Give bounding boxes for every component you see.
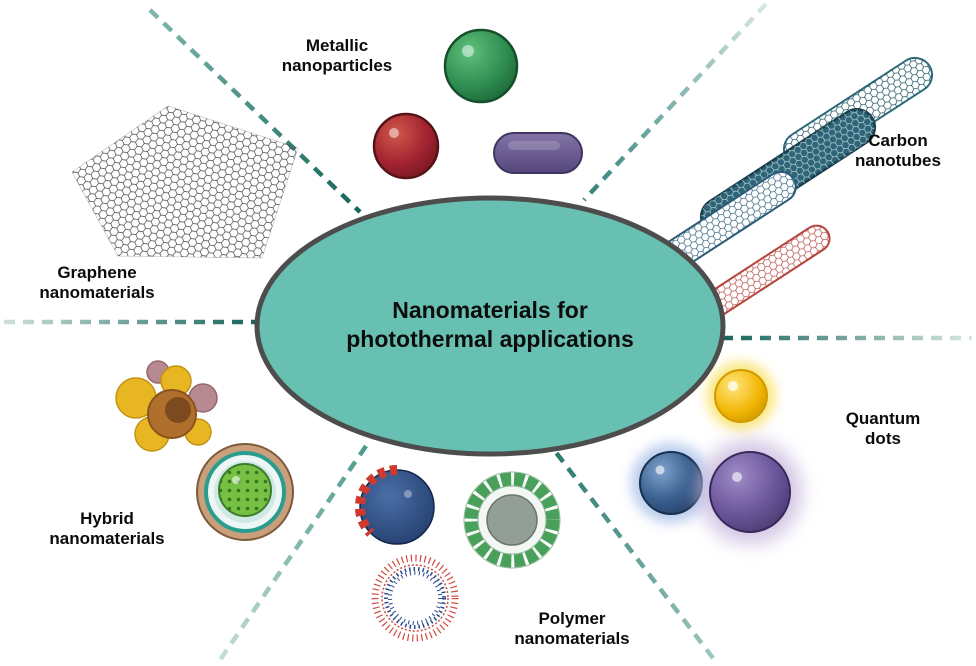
polymer-vesicle <box>371 554 459 642</box>
red-nanoparticle <box>372 112 440 180</box>
hybrid-cluster <box>115 360 218 452</box>
polymer-nanomaterials-illustration <box>354 464 561 642</box>
carbon-nanotubes-illustration <box>647 56 934 324</box>
label-carbon-nanotubes: Carbon nanotubes <box>855 131 941 171</box>
divider-bottom-right <box>543 436 718 664</box>
central-ellipse <box>254 195 726 457</box>
quantum-dots-illustration <box>631 362 802 544</box>
yellow-quantum-dot <box>714 369 768 423</box>
diagram-title: Nanomaterials for photothermal applicati… <box>346 297 634 352</box>
green-nanoparticle <box>443 28 519 104</box>
label-hybrid-nanomaterials: Hybrid nanomaterials <box>49 509 165 549</box>
purple-nanorod <box>493 132 583 174</box>
polymer-micelle <box>463 471 561 569</box>
graphene-sheet-illustration <box>71 105 299 259</box>
divider-top-right <box>582 2 768 202</box>
label-polymer-nanomaterials: Polymer nanomaterials <box>514 609 630 649</box>
label-quantum-dots: Quantum dots <box>845 409 921 449</box>
label-graphene-nanomaterials: Graphene nanomaterials <box>39 263 155 303</box>
divider-top-left <box>148 8 362 214</box>
label-metallic-nanoparticles: Metallic nanoparticles <box>281 36 393 76</box>
metallic-nanoparticles-illustration <box>372 28 583 180</box>
divider-dashed-lines <box>4 2 972 664</box>
blue-quantum-dot <box>639 451 703 515</box>
hybrid-core-shell-particle <box>196 443 294 541</box>
purple-quantum-dot <box>709 451 791 533</box>
divider-bottom-left <box>218 444 368 662</box>
hybrid-nanomaterials-illustration <box>115 360 294 541</box>
polymer-janus-particle <box>354 464 435 545</box>
